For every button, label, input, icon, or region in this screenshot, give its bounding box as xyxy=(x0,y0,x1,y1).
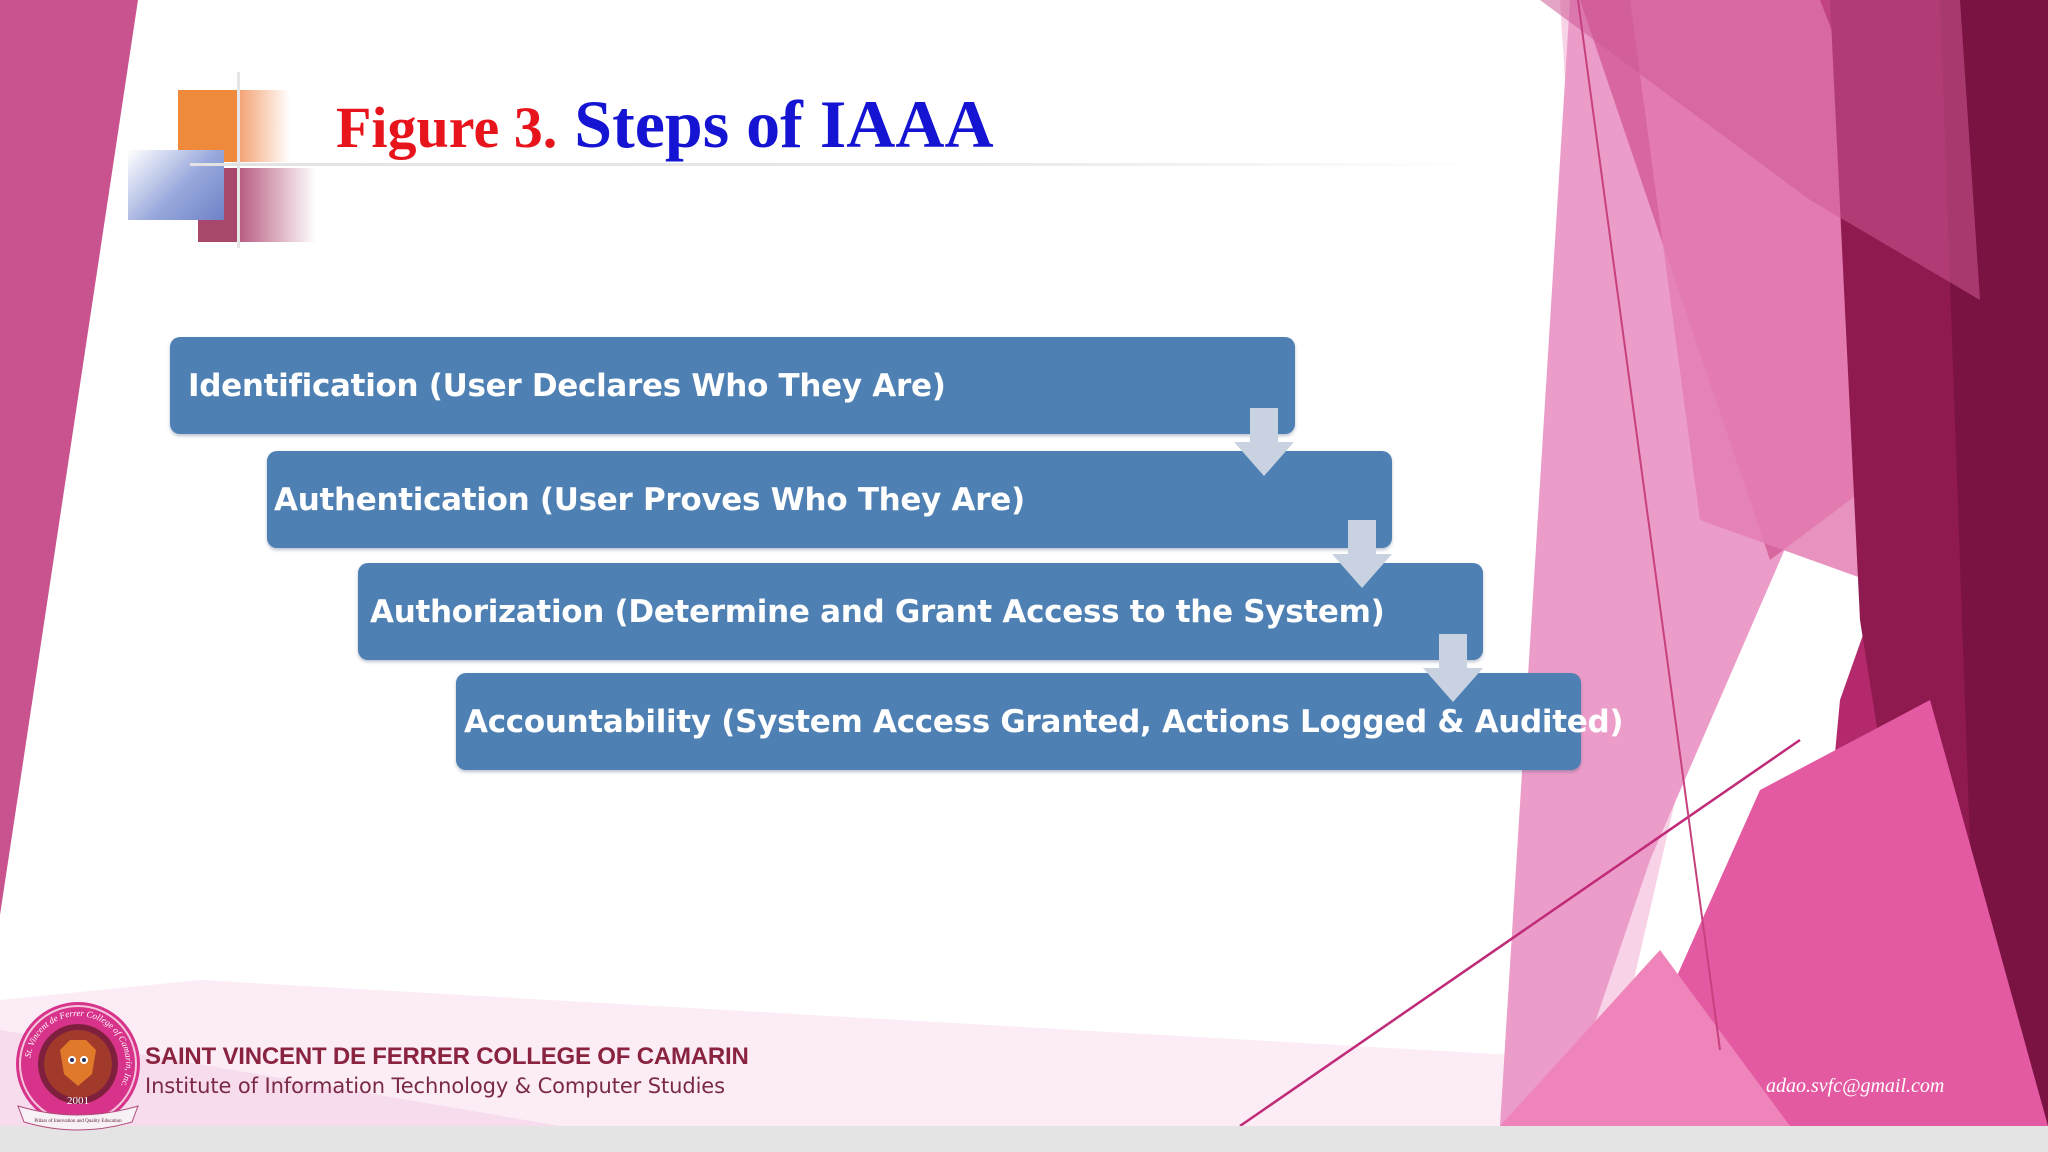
college-seal-icon: St. Vincent de Ferrer College of Camarin… xyxy=(16,1002,140,1131)
contact-email: adao.svfc@gmail.com xyxy=(1766,1075,1945,1097)
college-name: SAINT VINCENT DE FERRER COLLEGE OF CAMAR… xyxy=(145,1043,749,1070)
title-decoration-maroon-fade xyxy=(238,168,316,242)
step-identification: Identification (User Declares Who They A… xyxy=(170,337,1295,434)
title-underline xyxy=(190,163,1490,166)
slide-bottom-strip xyxy=(0,1126,2048,1152)
svg-text:2001: 2001 xyxy=(67,1095,89,1107)
down-arrow-icon xyxy=(1332,520,1392,588)
slide-title: Figure 3. Steps of IAAA xyxy=(336,78,994,174)
svg-text:Pillars of Innovation and Qual: Pillars of Innovation and Quality Educat… xyxy=(34,1119,122,1124)
figure-label: Figure 3. xyxy=(336,95,558,160)
step-label: Identification (User Declares Who They A… xyxy=(188,367,946,404)
step-label: Authorization (Determine and Grant Acces… xyxy=(370,593,1385,630)
step-authentication: Authentication (User Proves Who They Are… xyxy=(267,451,1392,548)
step-accountability: Accountability (System Access Granted, A… xyxy=(456,673,1624,770)
institute-name: Institute of Information Technology & Co… xyxy=(145,1074,725,1098)
step-label: Authentication (User Proves Who They Are… xyxy=(274,481,1025,518)
down-arrow-icon xyxy=(1423,634,1483,702)
title-decoration-orange-fade xyxy=(238,90,290,162)
title-decoration-vertical-line xyxy=(237,72,240,248)
figure-title: Steps of IAAA xyxy=(574,86,994,162)
down-arrow-icon xyxy=(1234,408,1294,476)
title-decoration-blue-square xyxy=(128,150,224,220)
step-authorization: Authorization (Determine and Grant Acces… xyxy=(358,563,1483,660)
step-label: Accountability (System Access Granted, A… xyxy=(464,703,1624,740)
